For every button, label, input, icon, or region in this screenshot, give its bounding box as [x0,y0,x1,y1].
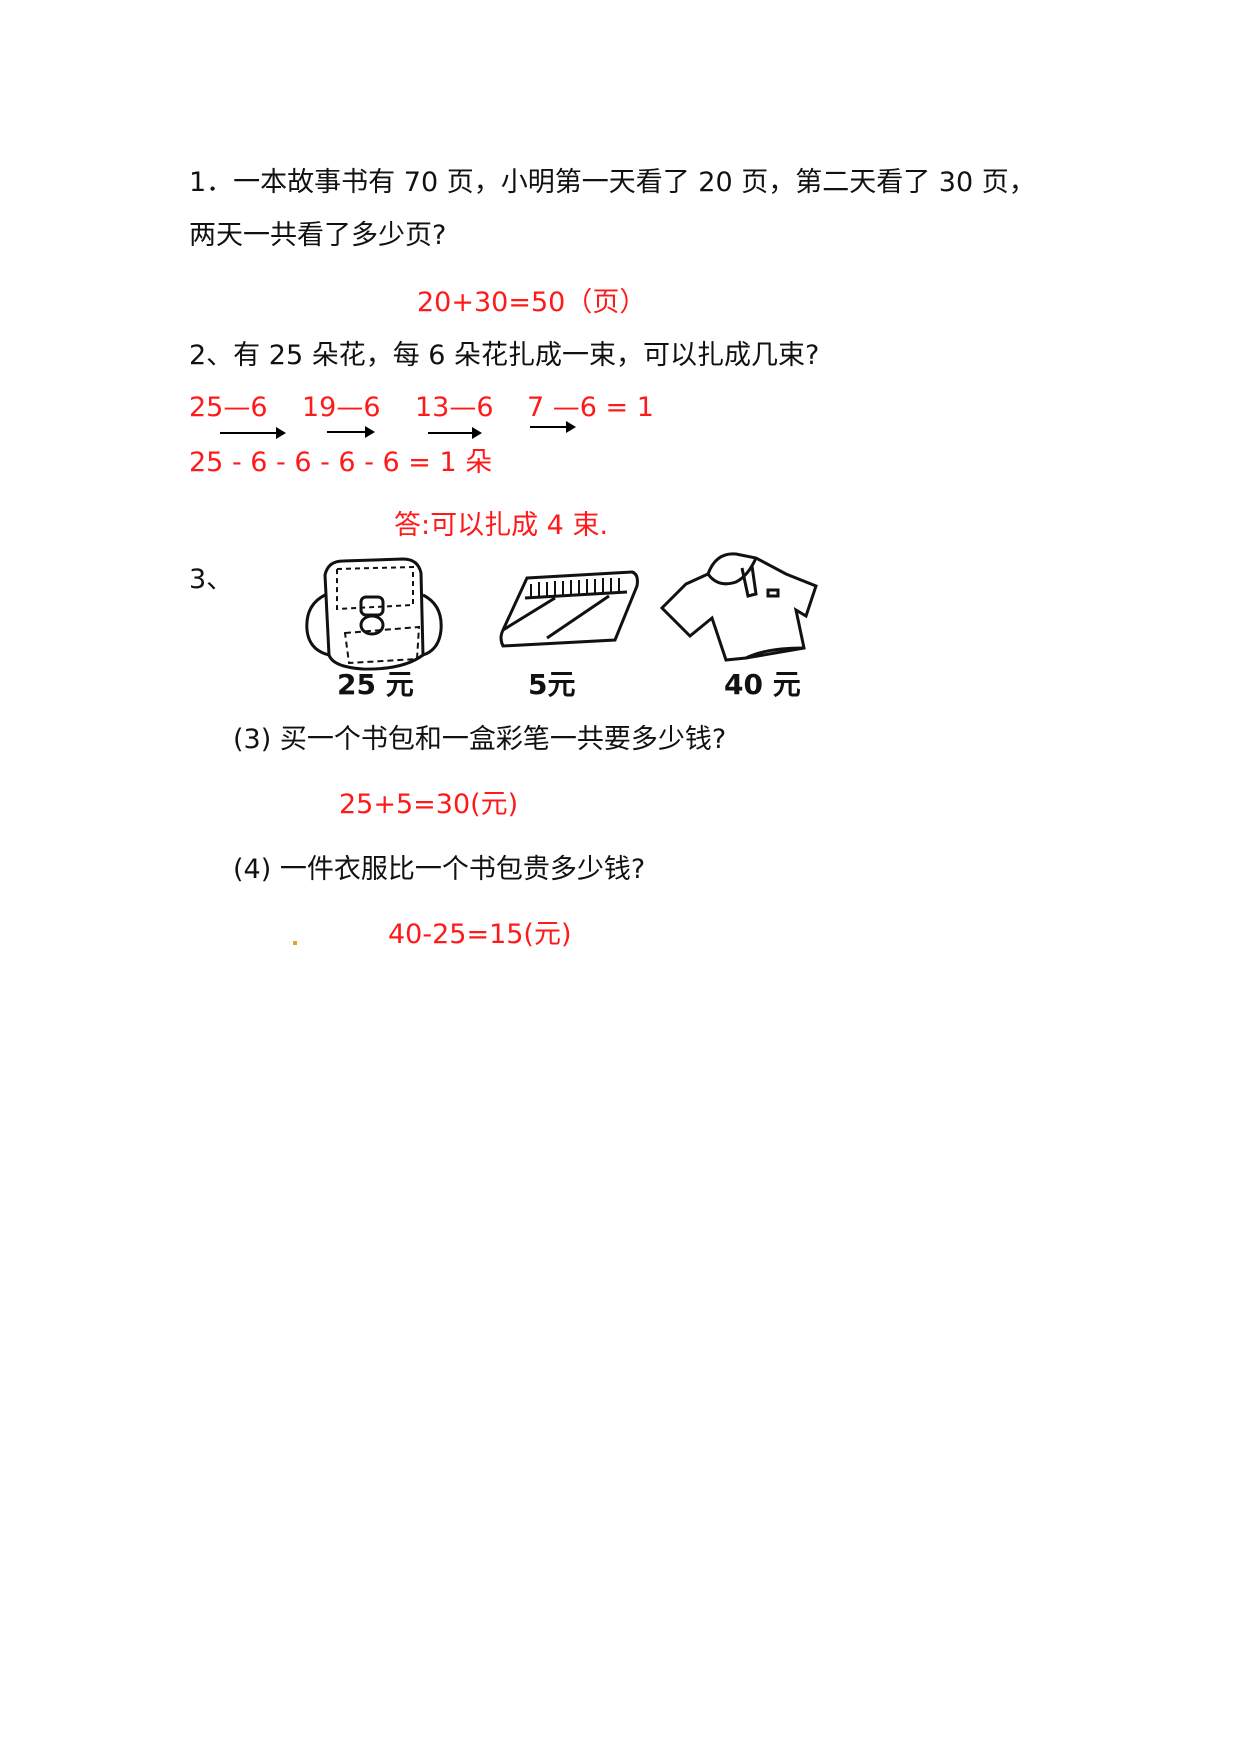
q3-sub4-question: (4) 一件衣服比一个书包贵多少钱? [233,854,646,885]
crayon-box-price: 5元 [528,668,576,701]
shirt-icon [659,552,818,662]
arrow-icon [530,421,576,433]
backpack-icon [305,557,443,671]
stray-dot [293,941,297,945]
q1-line2: 两天一共看了多少页? [189,220,447,251]
shirt-price: 40 元 [724,668,801,701]
backpack-price: 25 元 [337,668,414,701]
q3-label: 3、 [189,564,234,595]
q2-answer: 答:可以扎成 4 束. [394,510,609,541]
q2-step-1: 25—6 [189,392,268,423]
q1-answer: 20+30=50（页） [417,287,647,318]
q1-line1: 1．一本故事书有 70 页，小明第一天看了 20 页，第二天看了 30 页， [189,167,1036,198]
q2-step-2: 19—6 [302,392,381,423]
arrow-icon [428,427,482,439]
arrow-icon [220,427,286,439]
q2-question: 2、有 25 朵花，每 6 朵花扎成一束，可以扎成几束? [189,340,820,371]
q3-sub4-answer: 40-25=15(元) [388,919,572,950]
crayon-box-icon [499,570,639,648]
q3-sub3-question: (3) 买一个书包和一盒彩笔一共要多少钱? [233,724,727,755]
q2-equation: 25 - 6 - 6 - 6 - 6 = 1 朵 [189,447,493,478]
q2-step-4: 7 —6 = 1 [527,392,654,423]
q2-step-3: 13—6 [415,392,494,423]
arrow-icon [327,426,375,438]
q3-sub3-answer: 25+5=30(元) [339,789,519,820]
